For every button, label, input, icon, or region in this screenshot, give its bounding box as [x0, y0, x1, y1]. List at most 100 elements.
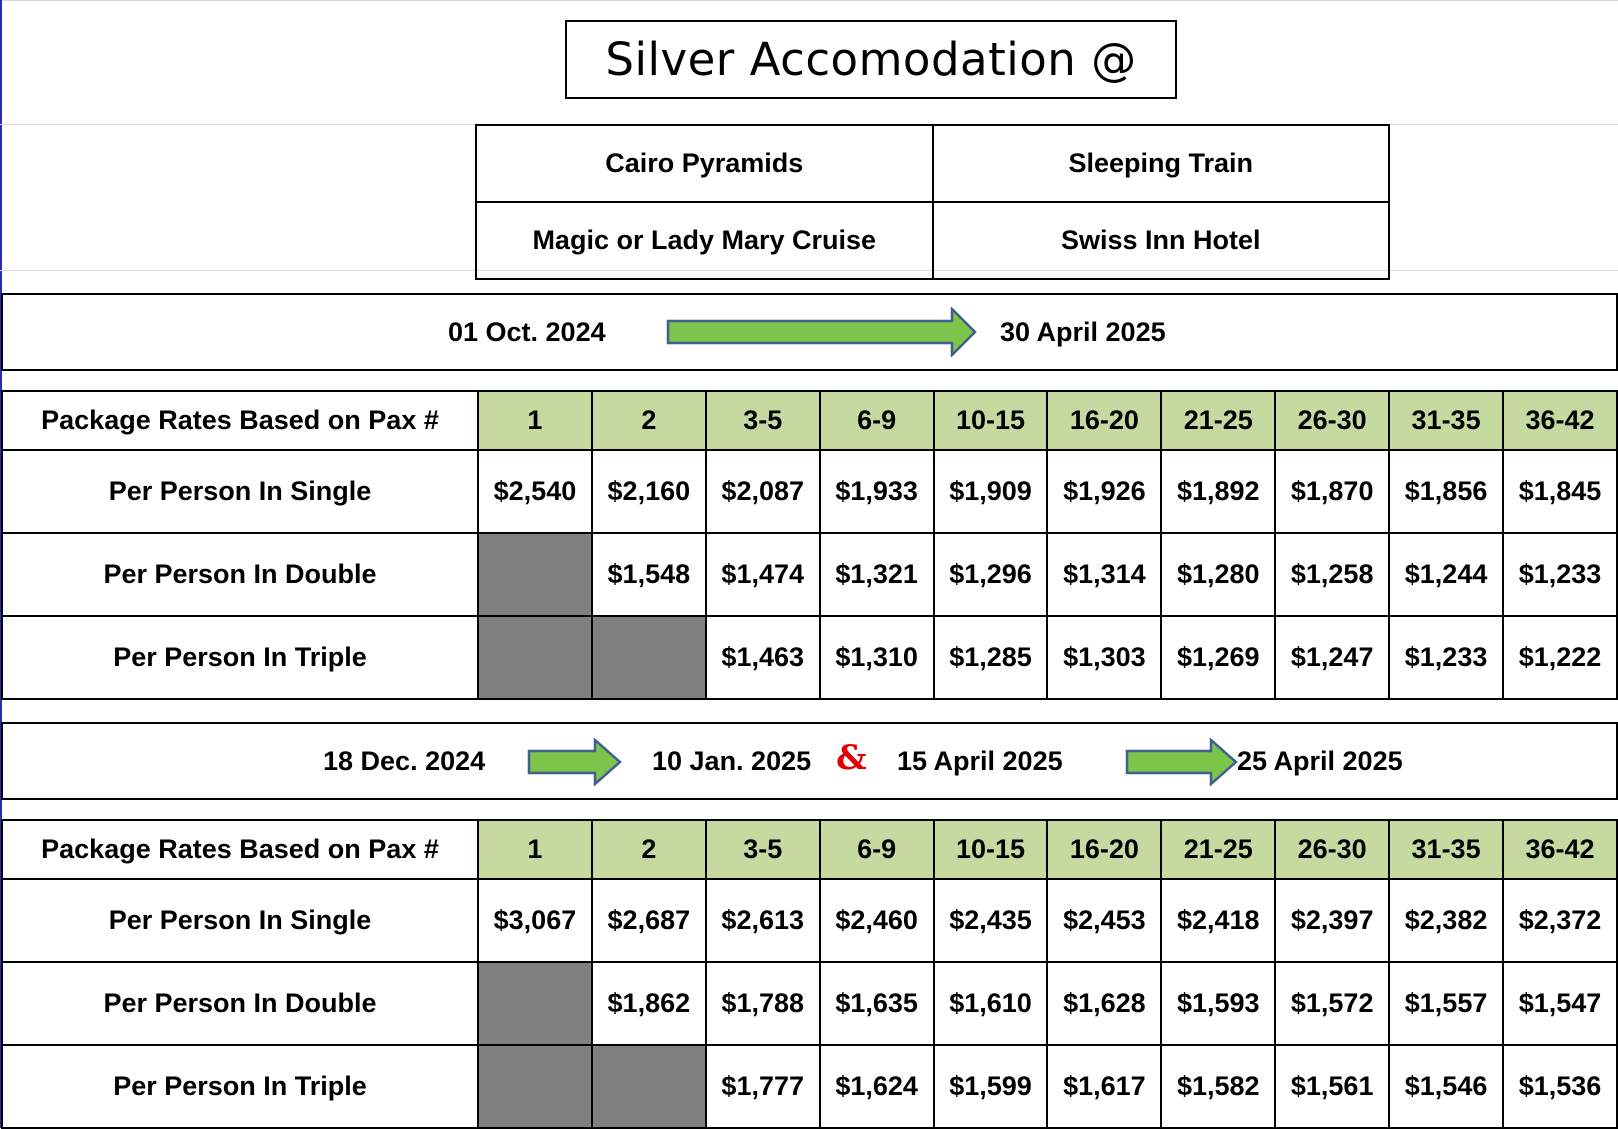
hotels-row: Cairo Pyramids Sleeping Train: [475, 124, 1390, 203]
rate-cell: $1,856: [1388, 449, 1505, 534]
rate-cell: $1,321: [818, 532, 935, 617]
ampersand: &: [836, 738, 867, 778]
rate-cell: $2,397: [1274, 878, 1391, 963]
pax-header: 31-35: [1388, 819, 1505, 880]
rate-cell: $1,777: [704, 1044, 821, 1129]
period-2-start-1: 18 Dec. 2024: [323, 746, 486, 776]
rate-cell: $2,418: [1160, 878, 1277, 963]
period-2-end-1: 10 Jan. 2025: [652, 746, 812, 776]
rate-cell: $2,460: [818, 878, 935, 963]
rate-cell: $1,285: [932, 615, 1049, 700]
row-label: Per Person In Single: [1, 449, 479, 534]
rate-cell: $2,372: [1502, 878, 1618, 963]
period-2-start-2: 15 April 2025: [897, 746, 1063, 776]
rates-header-label: Package Rates Based on Pax #: [1, 819, 479, 880]
pax-header: 1: [477, 390, 593, 451]
rates-table-1: Package Rates Based on Pax # 1 2 3-5 6-9…: [1, 390, 1618, 700]
period-1-banner: 01 Oct. 2024 30 April 2025: [1, 293, 1618, 371]
rate-cell: $2,687: [590, 878, 707, 963]
rate-cell: $1,599: [932, 1044, 1049, 1129]
unavailable-cell: [590, 615, 707, 700]
rate-cell: $1,244: [1388, 532, 1505, 617]
rate-cell: $1,280: [1160, 532, 1277, 617]
rate-cell: $1,474: [704, 532, 821, 617]
unavailable-cell: [477, 615, 593, 700]
unavailable-cell: [477, 961, 593, 1046]
pax-header: 2: [590, 390, 707, 451]
rate-cell: $1,536: [1502, 1044, 1618, 1129]
rate-cell: $1,593: [1160, 961, 1277, 1046]
table-row: Per Person In Double $1,862 $1,788 $1,63…: [1, 961, 1618, 1046]
table-row: Per Person In Single $3,067 $2,687 $2,61…: [1, 878, 1618, 963]
rate-cell: $1,547: [1502, 961, 1618, 1046]
row-label: Per Person In Single: [1, 878, 479, 963]
rate-cell: $1,296: [932, 532, 1049, 617]
hotels-table: Cairo Pyramids Sleeping Train Magic or L…: [475, 124, 1390, 280]
arrow-right-icon: [527, 738, 622, 786]
pax-header: 36-42: [1502, 390, 1618, 451]
rate-cell: $1,572: [1274, 961, 1391, 1046]
rate-cell: $1,892: [1160, 449, 1277, 534]
pax-header: 6-9: [818, 819, 935, 880]
table-row: Per Person In Double $1,548 $1,474 $1,32…: [1, 532, 1618, 617]
rate-cell: $2,613: [704, 878, 821, 963]
rate-cell: $1,862: [590, 961, 707, 1046]
rate-cell: $1,561: [1274, 1044, 1391, 1129]
rate-cell: $1,557: [1388, 961, 1505, 1046]
rate-cell: $1,269: [1160, 615, 1277, 700]
page-title: Silver Accomodation @: [565, 20, 1177, 99]
rate-cell: $1,635: [818, 961, 935, 1046]
rate-cell: $1,303: [1046, 615, 1163, 700]
hotels-row: Magic or Lady Mary Cruise Swiss Inn Hote…: [475, 201, 1390, 280]
top-border: [0, 0, 1618, 1]
table-row: Per Person In Triple $1,463 $1,310 $1,28…: [1, 615, 1618, 700]
unavailable-cell: [477, 532, 593, 617]
rate-cell: $1,610: [932, 961, 1049, 1046]
pax-header: 31-35: [1388, 390, 1505, 451]
rate-cell: $1,233: [1388, 615, 1505, 700]
pax-header: 16-20: [1046, 819, 1163, 880]
row-label: Per Person In Triple: [1, 615, 479, 700]
rate-cell: $2,453: [1046, 878, 1163, 963]
row-label: Per Person In Triple: [1, 1044, 479, 1129]
pax-header: 3-5: [704, 390, 821, 451]
rate-cell: $2,382: [1388, 878, 1505, 963]
pax-header: 26-30: [1274, 390, 1391, 451]
rate-cell: $1,909: [932, 449, 1049, 534]
rate-cell: $3,067: [477, 878, 593, 963]
period-2-banner: 18 Dec. 2024 10 Jan. 2025 & 15 April 202…: [1, 722, 1618, 800]
rates-header-label: Package Rates Based on Pax #: [1, 390, 479, 451]
rate-cell: $1,233: [1502, 532, 1618, 617]
table-row: Per Person In Triple $1,777 $1,624 $1,59…: [1, 1044, 1618, 1129]
pax-header: 21-25: [1160, 390, 1277, 451]
rate-cell: $1,222: [1502, 615, 1618, 700]
arrow-right-icon: [1125, 738, 1238, 786]
row-label: Per Person In Double: [1, 532, 479, 617]
hotel-cell-swiss-inn: Swiss Inn Hotel: [931, 201, 1390, 280]
rate-cell: $1,310: [818, 615, 935, 700]
table-row: Per Person In Single $2,540 $2,160 $2,08…: [1, 449, 1618, 534]
pax-header: 10-15: [932, 390, 1049, 451]
unavailable-cell: [590, 1044, 707, 1129]
pax-header: 26-30: [1274, 819, 1391, 880]
rate-cell: $1,247: [1274, 615, 1391, 700]
rates-header-row: Package Rates Based on Pax # 1 2 3-5 6-9…: [1, 819, 1618, 880]
rate-cell: $1,933: [818, 449, 935, 534]
rates-header-row: Package Rates Based on Pax # 1 2 3-5 6-9…: [1, 390, 1618, 451]
arrow-right-icon: [666, 307, 977, 357]
rate-cell: $1,546: [1388, 1044, 1505, 1129]
pax-header: 21-25: [1160, 819, 1277, 880]
row-label: Per Person In Double: [1, 961, 479, 1046]
period-2-end-2: 25 April 2025: [1237, 746, 1403, 776]
pax-header: 6-9: [818, 390, 935, 451]
left-border: [0, 0, 2, 1128]
rate-cell: $1,788: [704, 961, 821, 1046]
rate-cell: $2,160: [590, 449, 707, 534]
rate-cell: $1,628: [1046, 961, 1163, 1046]
rate-cell: $1,463: [704, 615, 821, 700]
unavailable-cell: [477, 1044, 593, 1129]
period-1-end: 30 April 2025: [1000, 317, 1166, 347]
hotel-cell-cairo: Cairo Pyramids: [475, 124, 934, 203]
rate-cell: $1,548: [590, 532, 707, 617]
period-1-start: 01 Oct. 2024: [448, 317, 606, 347]
